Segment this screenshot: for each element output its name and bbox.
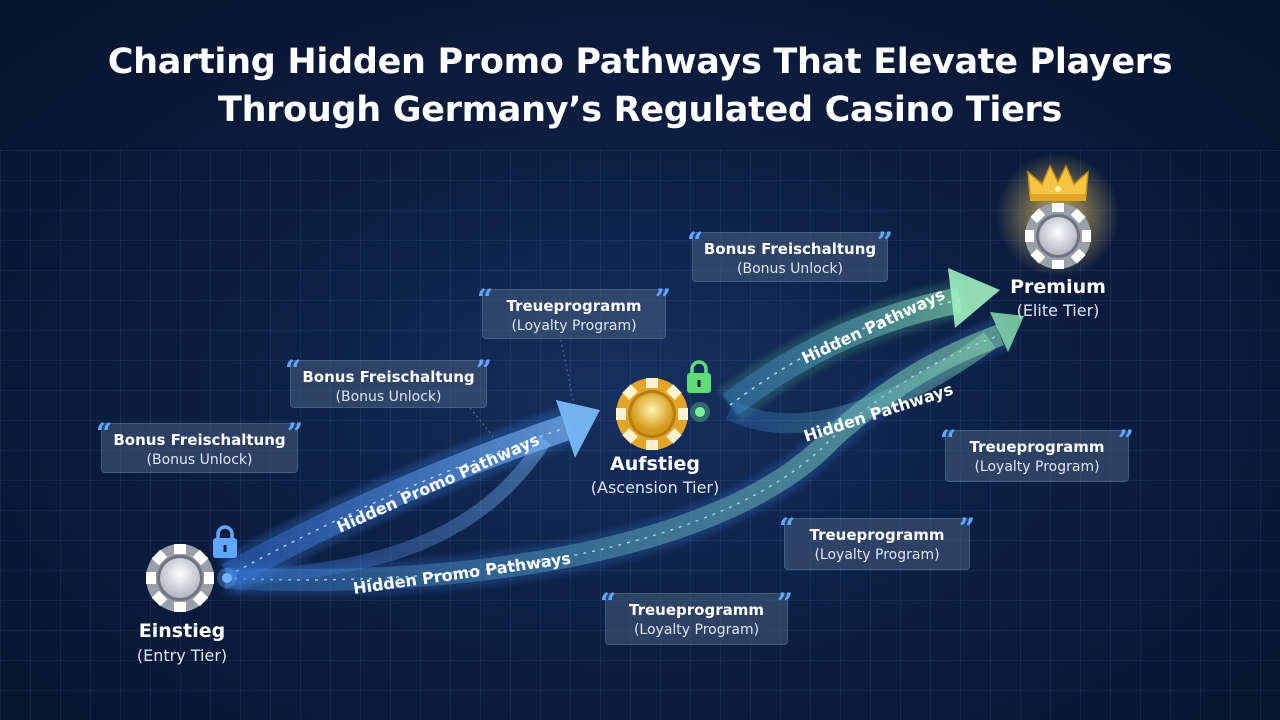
- title-line-1: Charting Hidden Promo Pathways That Elev…: [107, 42, 1173, 82]
- quote-close-icon: ”: [286, 417, 303, 450]
- label-en: (Bonus Unlock): [737, 261, 843, 277]
- ascension-node-dot: [695, 407, 705, 417]
- quote-open-icon: “: [940, 424, 957, 457]
- label-box-loyalty-3: “ ” Treueprogramm (Loyalty Program): [779, 515, 975, 570]
- quote-close-icon: ”: [958, 512, 975, 545]
- label-box-loyalty-1: “ ” Treueprogramm (Loyalty Program): [477, 286, 671, 339]
- label-en: (Loyalty Program): [974, 459, 1100, 475]
- pathway-ascension-to-premium-upper: [718, 268, 1000, 421]
- entry-node-dot: [222, 573, 232, 583]
- quote-close-icon: ”: [1117, 424, 1134, 457]
- label-de: Bonus Freischaltung: [703, 240, 877, 258]
- page-title: Charting Hidden Promo Pathways That Elev…: [0, 38, 1280, 134]
- quote-open-icon: “: [96, 417, 113, 450]
- quote-open-icon: “: [687, 226, 704, 259]
- ascension-tier-subtitle: (Ascension Tier): [590, 478, 720, 497]
- pathway-entry-to-ascension: [218, 400, 600, 594]
- label-de: Bonus Freischaltung: [113, 431, 286, 449]
- quote-close-icon: ”: [876, 226, 893, 259]
- premium-tier-subtitle: (Elite Tier): [1016, 301, 1100, 320]
- quote-open-icon: “: [477, 283, 494, 316]
- label-en: (Loyalty Program): [633, 622, 760, 638]
- pathway-ascension-to-premium-lower: [725, 331, 996, 434]
- pathway-entry-to-premium: [224, 312, 1024, 597]
- label-box-loyalty-2: “ ” Treueprogramm (Loyalty Program): [940, 427, 1134, 482]
- entry-tier-subtitle: (Entry Tier): [136, 646, 228, 665]
- ascension-tier-name: Aufstieg: [610, 453, 700, 475]
- label-de: Treueprogramm: [809, 526, 945, 544]
- quote-open-icon: “: [600, 587, 617, 620]
- crown-icon: [1027, 164, 1089, 201]
- label-de: Treueprogramm: [629, 601, 764, 619]
- label-de: Treueprogramm: [969, 438, 1105, 456]
- quote-open-icon: “: [285, 354, 302, 387]
- quote-open-icon: “: [779, 512, 796, 545]
- quote-close-icon: ”: [475, 354, 492, 387]
- label-en: (Bonus Unlock): [146, 452, 253, 468]
- quote-close-icon: ”: [776, 587, 793, 620]
- label-de: Treueprogramm: [506, 297, 642, 315]
- ascension-lock-icon: [687, 360, 711, 393]
- ascension-chip-icon: [616, 378, 688, 450]
- entry-chip-icon: [146, 544, 214, 612]
- premium-chip-icon: [1025, 203, 1091, 269]
- label-box-bonus-unlock-1: “ ” Bonus Freischaltung (Bonus Unlock): [96, 420, 303, 473]
- label-de: Bonus Freischaltung: [302, 368, 475, 386]
- label-box-bonus-unlock-3: “ ” Bonus Freischaltung (Bonus Unlock): [687, 229, 893, 282]
- quote-close-icon: ”: [654, 283, 671, 316]
- entry-lock-icon: [213, 525, 237, 558]
- premium-tier-name: Premium: [1010, 276, 1106, 298]
- label-en: (Loyalty Program): [511, 318, 637, 334]
- label-box-bonus-unlock-2: “ ” Bonus Freischaltung (Bonus Unlock): [285, 357, 492, 408]
- label-en: (Bonus Unlock): [335, 389, 442, 405]
- entry-tier-name: Einstieg: [138, 620, 226, 642]
- label-box-loyalty-4: “ ” Treueprogramm (Loyalty Program): [600, 590, 793, 645]
- title-line-2: Through Germany’s Regulated Casino Tiers: [218, 90, 1062, 130]
- label-en: (Loyalty Program): [814, 547, 940, 563]
